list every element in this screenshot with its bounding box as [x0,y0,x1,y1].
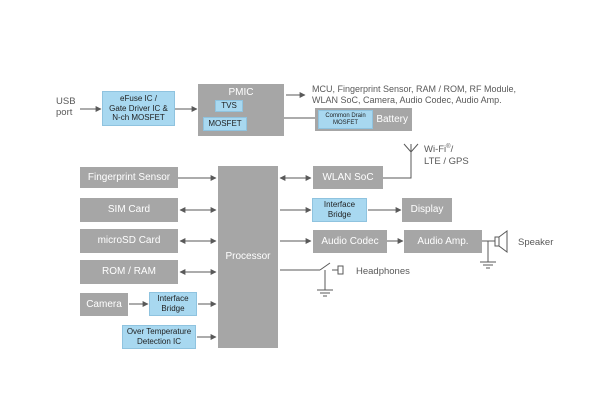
display-label: Display [410,204,444,216]
lte-gps-text: LTE / GPS [424,155,469,167]
microsd-card-block: microSD Card [80,229,178,253]
microsd-label: microSD Card [97,235,161,247]
common-drain-line2: MOSFET [332,119,358,126]
antenna-icon [403,143,419,153]
processor-block: Processor [218,166,278,348]
audio-codec-block: Audio Codec [313,230,387,253]
headphones-label: Headphones [356,266,410,277]
pmic-label: PMIC [228,87,254,98]
pmic-mosfet-label: MOSFET [208,119,242,129]
display-block: Display [402,198,452,222]
usb-port-line2: port [56,107,73,119]
tvs-label: TVS [221,101,237,111]
camera-bridge-line2: Bridge [161,304,185,313]
otd-line1: Over Temperature [126,327,192,337]
over-temperature-detection-block: Over Temperature Detection IC [122,325,196,349]
efuse-line3: N-ch MOSFET [112,113,165,123]
fingerprint-label: Fingerprint Sensor [87,171,171,183]
otd-line2: Detection IC [136,337,181,346]
wifi-registered-mark: ® [446,144,451,150]
power-output-loads: MCU, Fingerprint Sensor, RAM / ROM, RF M… [312,84,516,106]
usb-port-line1: USB [56,96,76,107]
camera-block: Camera [80,293,128,316]
speaker-icon [494,230,508,253]
camera-interface-bridge-block: Interface Bridge [149,292,197,316]
efuse-line2: Gate Driver IC & [109,103,168,113]
speaker-ground-icon [480,261,496,269]
pmic-mosfet-block: MOSFET [203,117,247,131]
processor-label: Processor [225,251,271,263]
sim-label: SIM Card [107,204,151,216]
efuse-block: eFuse IC / Gate Driver IC & N-ch MOSFET [102,91,175,126]
display-bridge-line1: Interface [323,200,356,210]
wlan-to-antenna-line [383,148,412,179]
camera-label: Camera [86,298,122,310]
common-drain-mosfet-block: Common Drain MOSFET [318,110,373,129]
headphones-ground-icon [317,289,333,297]
headphones-switch-icon [319,262,338,271]
power-outputs-line2: WLAN SoC, Camera, Audio Codec, Audio Amp… [312,94,502,105]
headphones-jack-icon [337,265,344,275]
speaker-label: Speaker [518,237,554,248]
wifi-text: Wi-Fi [424,144,447,156]
rom-ram-block: ROM / RAM [80,260,178,284]
wireless-label: Wi-Fi®/ LTE / GPS [424,144,469,167]
rom-ram-label: ROM / RAM [102,266,156,278]
wlan-soc-block: WLAN SoC [313,166,383,189]
camera-bridge-line1: Interface [157,294,189,304]
audio-amp-block: Audio Amp. [404,230,482,253]
tvs-block: TVS [215,100,243,112]
fingerprint-sensor-block: Fingerprint Sensor [80,167,178,188]
power-outputs-line1: MCU, Fingerprint Sensor, RAM / ROM, RF M… [312,84,517,94]
wifi-suffix: / [450,144,454,156]
common-drain-line1: Common Drain [325,112,366,119]
usb-port-label: USB port [56,96,76,119]
wlan-label: WLAN SoC [322,171,374,183]
battery-label: Battery [376,113,408,125]
sim-card-block: SIM Card [80,198,178,222]
efuse-line1: eFuse IC / [120,94,157,104]
display-interface-bridge-block: Interface Bridge [312,198,367,222]
audio-codec-label: Audio Codec [321,235,379,247]
audio-amp-label: Audio Amp. [417,235,469,247]
display-bridge-line2: Bridge [327,210,352,219]
